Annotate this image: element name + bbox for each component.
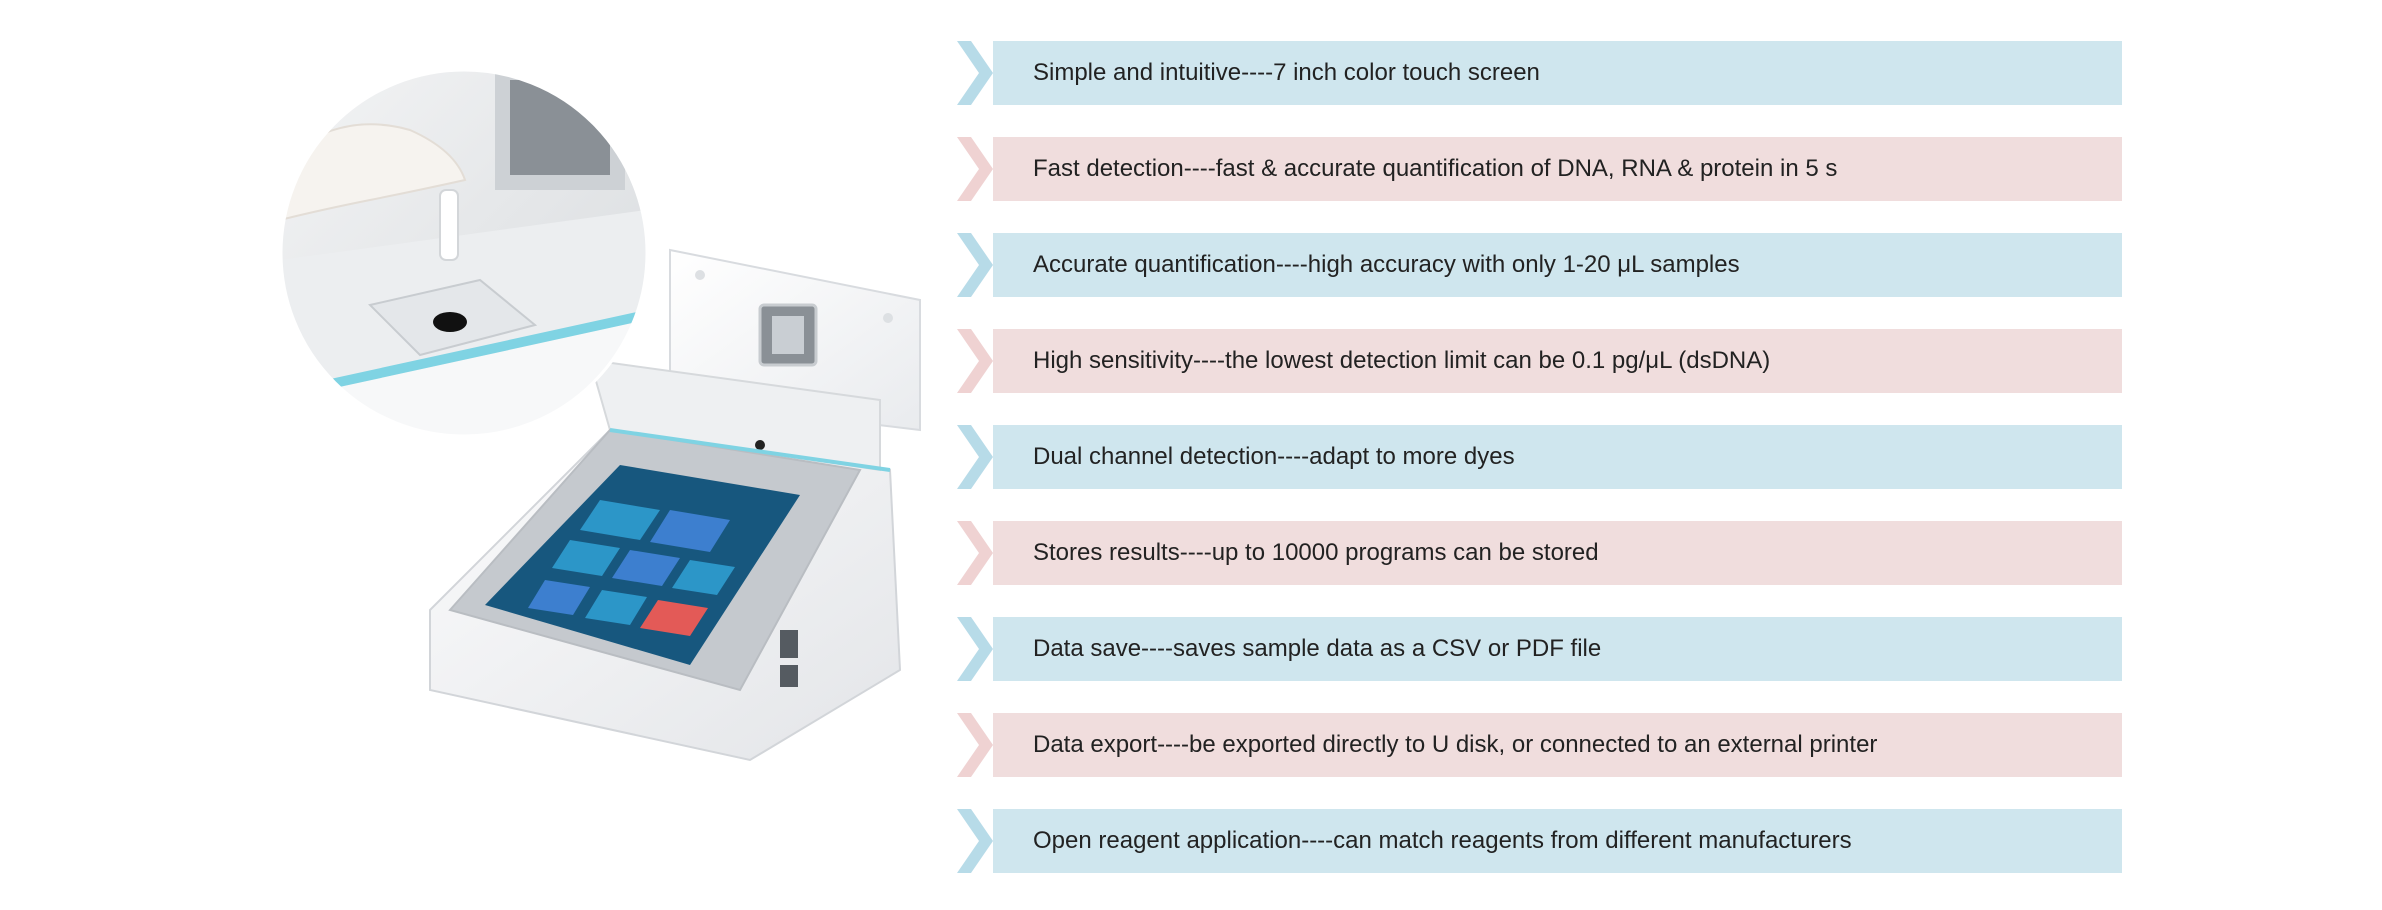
fluorometer-device-illustration (280, 70, 921, 762)
feature-row-data-export: Data export----be exported directly to U… (957, 713, 2122, 777)
feature-text: Stores results----up to 10000 programs c… (1033, 539, 1599, 566)
feature-band: Open reagent application----can match re… (993, 809, 2122, 873)
device-body (429, 358, 902, 762)
feature-text: Data save----saves sample data as a CSV … (1033, 635, 1602, 662)
feature-band: Data save----saves sample data as a CSV … (993, 617, 2122, 681)
chevron-icon (957, 809, 993, 873)
feature-text: Accurate quantification----high accuracy… (1033, 251, 1740, 278)
chevron-icon (957, 329, 993, 393)
feature-row-high-sensitivity: High sensitivity----the lowest detection… (957, 329, 2122, 393)
chevron-icon (957, 521, 993, 585)
chevron-icon (957, 233, 993, 297)
feature-row-dual-channel: Dual channel detection----adapt to more … (957, 425, 2122, 489)
feature-text: Data export----be exported directly to U… (1033, 731, 1878, 758)
feature-band: Accurate quantification----high accuracy… (993, 233, 2122, 297)
feature-row-touch-screen: Simple and intuitive----7 inch color tou… (957, 41, 2122, 105)
chevron-icon (957, 713, 993, 777)
feature-row-accurate-quantification: Accurate quantification----high accuracy… (957, 233, 2122, 297)
feature-text: High sensitivity----the lowest detection… (1033, 347, 1771, 374)
feature-text: Fast detection----fast & accurate quanti… (1033, 155, 1838, 182)
chevron-icon (957, 425, 993, 489)
chevron-icon (957, 137, 993, 201)
feature-row-open-reagent: Open reagent application----can match re… (957, 809, 2122, 873)
chevron-icon (957, 41, 993, 105)
feature-row-data-save: Data save----saves sample data as a CSV … (957, 617, 2122, 681)
feature-band: Dual channel detection----adapt to more … (993, 425, 2122, 489)
feature-band: High sensitivity----the lowest detection… (993, 329, 2122, 393)
feature-band: Simple and intuitive----7 inch color tou… (993, 41, 2122, 105)
chevron-icon (957, 617, 993, 681)
feature-text: Dual channel detection----adapt to more … (1033, 443, 1515, 470)
feature-row-fast-detection: Fast detection----fast & accurate quanti… (957, 137, 2122, 201)
feature-row-stores-results: Stores results----up to 10000 programs c… (957, 521, 2122, 585)
feature-band: Stores results----up to 10000 programs c… (993, 521, 2122, 585)
feature-band: Fast detection----fast & accurate quanti… (993, 137, 2122, 201)
feature-text: Open reagent application----can match re… (1033, 827, 1852, 854)
feature-list: Simple and intuitive----7 inch color tou… (957, 41, 2122, 905)
feature-text: Simple and intuitive----7 inch color tou… (1033, 59, 1540, 86)
feature-band: Data export----be exported directly to U… (993, 713, 2122, 777)
